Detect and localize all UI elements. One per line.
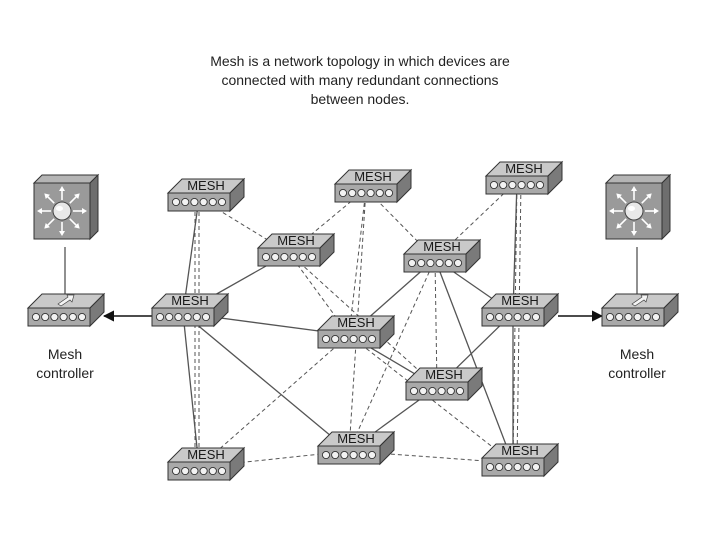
dashed-link-m2-m7 [348,188,367,336]
solid-link-m6-m10 [182,312,200,468]
mesh-node-4-label: MESH [277,233,315,248]
caption-line-1: Mesh is a network topology in which devi… [210,53,510,69]
nodes-layer: MESH MESH MESH MESH MESH MESH MESH MESH MESH MESH… [26,160,680,482]
mesh-node-12-label: MESH [501,443,539,458]
mesh-node-2-label: MESH [354,169,392,184]
mesh-node-3-label: MESH [505,161,543,176]
mesh-node-9-label: MESH [425,367,463,382]
mesh-node-3: MESH [484,160,564,196]
right-controller-label-line-2: controller [608,365,666,381]
mesh-node-6-label: MESH [171,293,209,308]
diagram-caption: Mesh is a network topology in which devi… [150,52,570,109]
right-switch [604,173,672,241]
left-controller-label-line-2: controller [36,365,94,381]
right-controller-label: Mesh controller [582,345,692,383]
mesh-node-5: MESH [402,238,482,274]
mesh-node-7-label: MESH [337,315,375,330]
dashed-link-m5-m11 [348,258,436,452]
dashed-link-m5-m9 [434,258,438,388]
right-switch-globe-icon [624,201,644,221]
mesh-node-9: MESH [404,366,484,402]
mesh-node-4: MESH [256,232,336,268]
left-mesh-controller [26,292,106,328]
mesh-node-5-label: MESH [423,239,461,254]
left-controller-arrow-icon [57,294,75,307]
right-controller-label-line-1: Mesh [619,346,655,362]
mesh-node-10-label: MESH [187,447,225,462]
mesh-node-6: MESH [150,292,230,328]
left-controller-label-line-1: Mesh [47,346,83,362]
dashed-link-m2-m11 [348,188,367,452]
caption-line-2: connected with many redundant connection… [221,72,499,88]
mesh-node-8-label: MESH [501,293,539,308]
mesh-node-2: MESH [333,168,413,204]
right-mesh-controller [600,292,680,328]
mesh-node-11-label: MESH [337,431,375,446]
mesh-node-1-label: MESH [187,178,225,193]
left-switch-globe-icon [52,201,72,221]
left-switch [32,173,100,241]
dashed-link-m10-m7 [198,334,350,468]
mesh-node-11: MESH [316,430,396,466]
mesh-node-10: MESH [166,446,246,482]
solid-link-m6-m11 [182,312,350,452]
right-controller-arrow-icon [631,294,649,307]
solid-link-m5-m12 [434,258,514,464]
mesh-node-7: MESH [316,314,396,350]
mesh-node-12: MESH [480,442,560,478]
caption-line-3: between nodes. [310,91,410,107]
mesh-node-1: MESH [166,177,246,213]
left-controller-label: Mesh controller [10,345,120,383]
mesh-node-8: MESH [480,292,560,328]
